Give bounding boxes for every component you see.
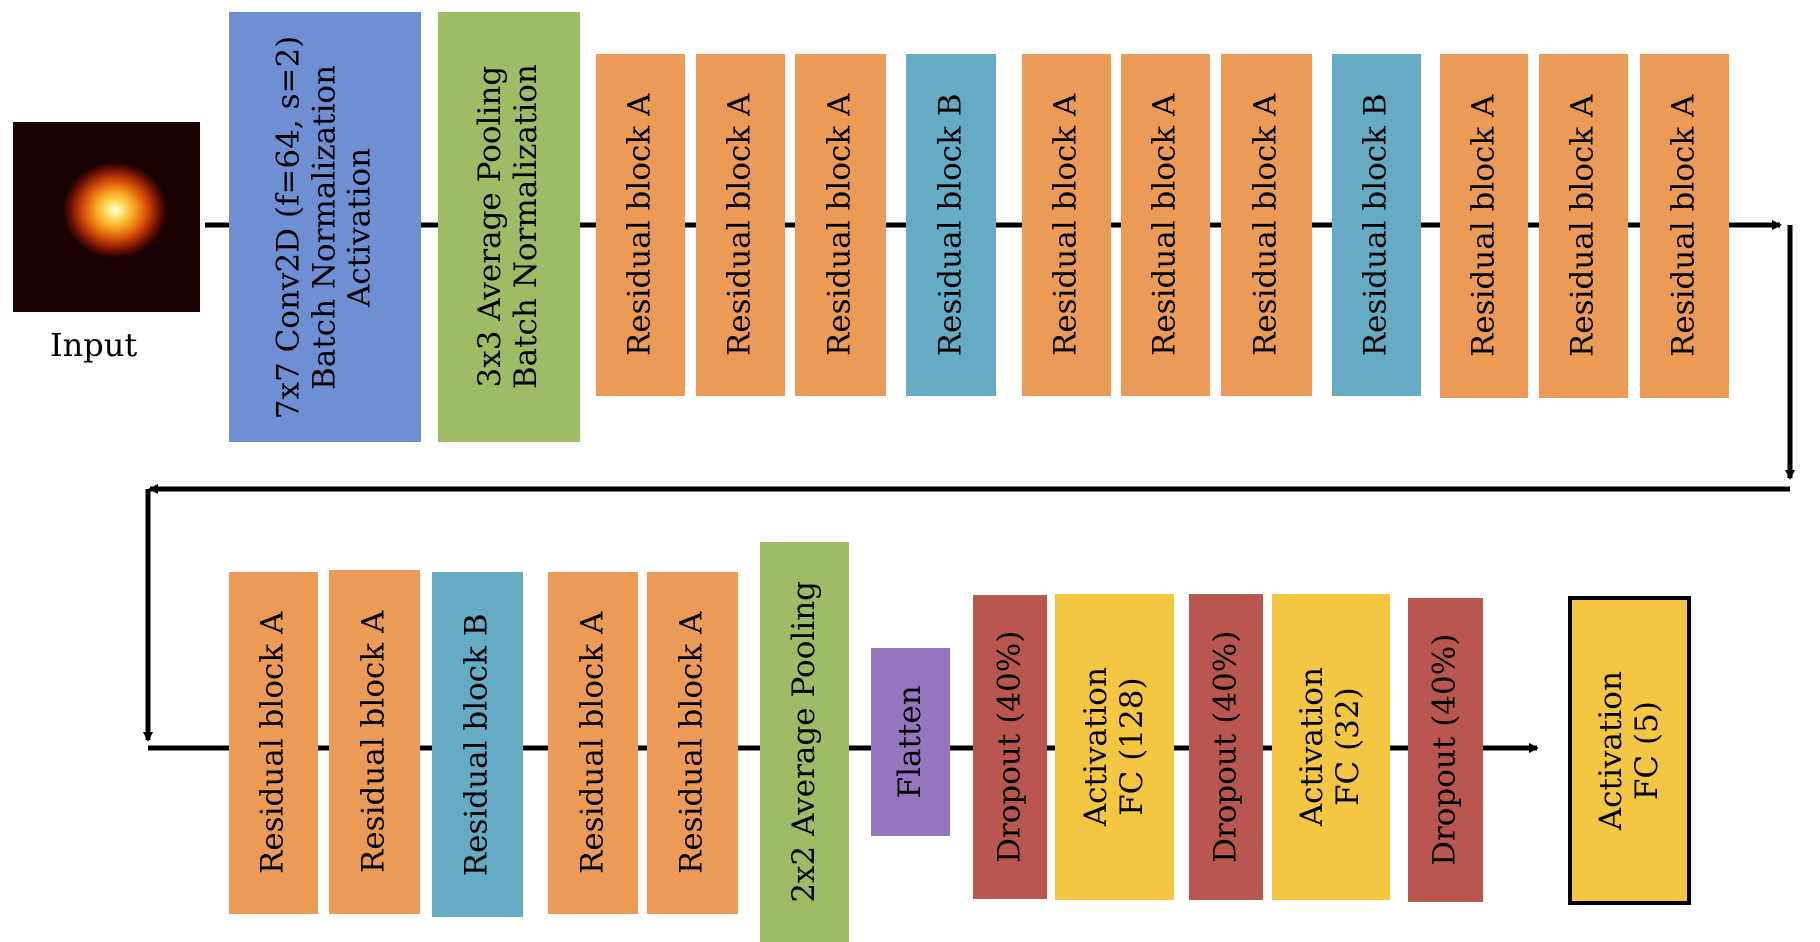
residual-block-a: Residual block A bbox=[329, 570, 420, 914]
residual-block-b: Residual block B bbox=[906, 54, 996, 396]
residual-block-a: Residual block A bbox=[1221, 54, 1312, 396]
residual-block-a: Residual block A bbox=[696, 54, 785, 396]
input-label: Input bbox=[50, 326, 138, 364]
input-heatmap-image bbox=[13, 122, 200, 312]
avg-pooling-block: 2x2 Average Pooling bbox=[760, 542, 849, 942]
residual-block-a: Residual block A bbox=[596, 54, 685, 396]
conv2d-block: 7x7 Conv2D (f=64, s=2)Batch Normalizatio… bbox=[229, 12, 421, 442]
residual-block-a: Residual block A bbox=[1640, 54, 1729, 398]
residual-block-a: Residual block A bbox=[795, 54, 886, 396]
residual-block-b: Residual block B bbox=[432, 572, 523, 917]
residual-block-a: Residual block A bbox=[647, 572, 738, 914]
residual-block-a: Residual block A bbox=[1121, 54, 1210, 396]
residual-block-b: Residual block B bbox=[1332, 54, 1421, 396]
residual-block-a: Residual block A bbox=[1539, 54, 1628, 398]
residual-block-a: Residual block A bbox=[1440, 54, 1528, 398]
dropout-block: Dropout (40%) bbox=[1189, 594, 1263, 900]
flatten-block: Flatten bbox=[871, 648, 950, 836]
dropout-block: Dropout (40%) bbox=[973, 595, 1047, 899]
dropout-block: Dropout (40%) bbox=[1408, 598, 1483, 902]
residual-block-a: Residual block A bbox=[1022, 54, 1111, 396]
residual-block-a: Residual block A bbox=[229, 572, 318, 914]
residual-block-a: Residual block A bbox=[548, 572, 638, 914]
